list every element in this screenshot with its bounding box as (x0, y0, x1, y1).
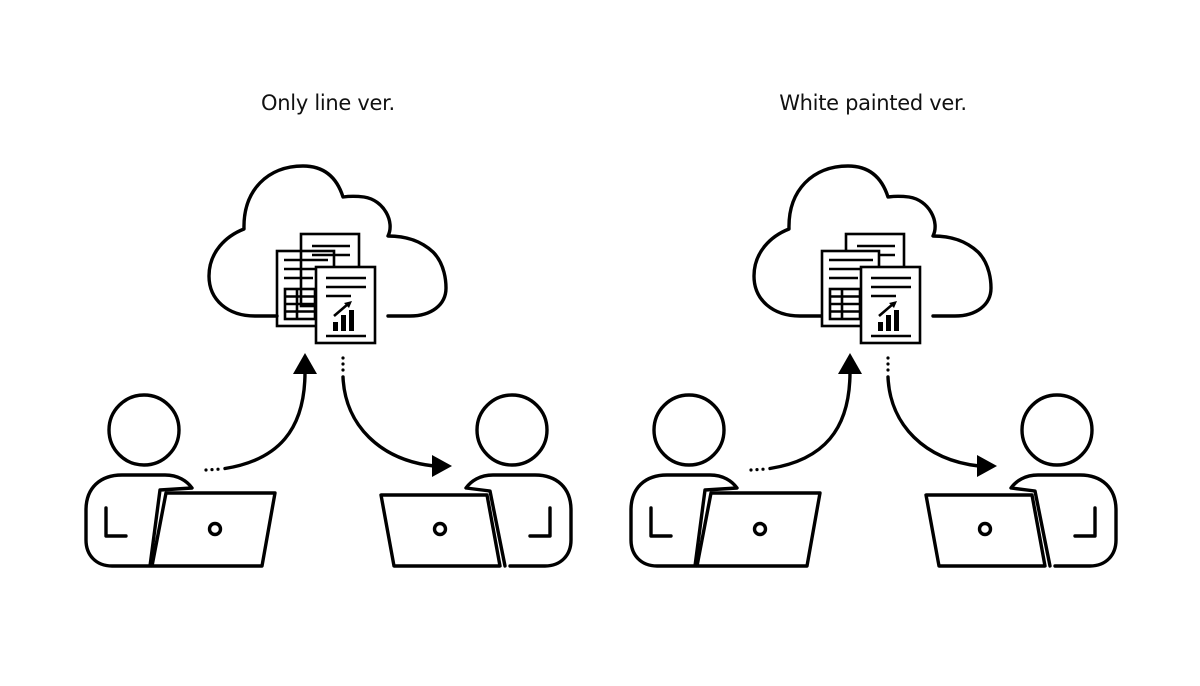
bar-chart-icon (871, 301, 911, 338)
receiver-person-icon (924, 393, 1118, 568)
laptop-camera (207, 521, 223, 537)
laptop-icon (695, 491, 822, 568)
person-head (107, 393, 181, 467)
person-head (1020, 393, 1094, 467)
sender-person-icon (84, 393, 277, 568)
bar-chart-icon (326, 301, 366, 338)
download-arrow-icon (886, 356, 997, 477)
person-body (464, 473, 573, 568)
person-body (84, 473, 194, 568)
person-arm (649, 506, 673, 538)
receiver-person-icon (379, 393, 573, 568)
laptop-camera (432, 521, 448, 537)
download-arrow-icon (341, 356, 452, 477)
person-arm (104, 506, 128, 538)
diagram-white-painted (629, 164, 1118, 568)
spreadsheet-icon (283, 287, 317, 321)
cloud-icon (207, 164, 448, 318)
laptop-camera (977, 521, 993, 537)
variant-title-only-line: Only line ver. (261, 91, 395, 115)
laptop-icon (379, 493, 502, 568)
laptop-icon (924, 493, 1047, 568)
person-arm (1073, 506, 1097, 538)
person-body (629, 473, 739, 568)
person-head (475, 393, 549, 467)
variant-title-white-painted: White painted ver. (779, 91, 967, 115)
cloud-icon (752, 164, 993, 318)
laptop-camera (752, 521, 768, 537)
person-body (1009, 473, 1118, 568)
upload-arrow-icon (749, 353, 862, 472)
diagram-only-line (84, 164, 573, 568)
person-head (652, 393, 726, 467)
laptop-icon (150, 491, 277, 568)
upload-arrow-icon (204, 353, 317, 472)
person-arm (528, 506, 552, 538)
sender-person-icon (629, 393, 822, 568)
